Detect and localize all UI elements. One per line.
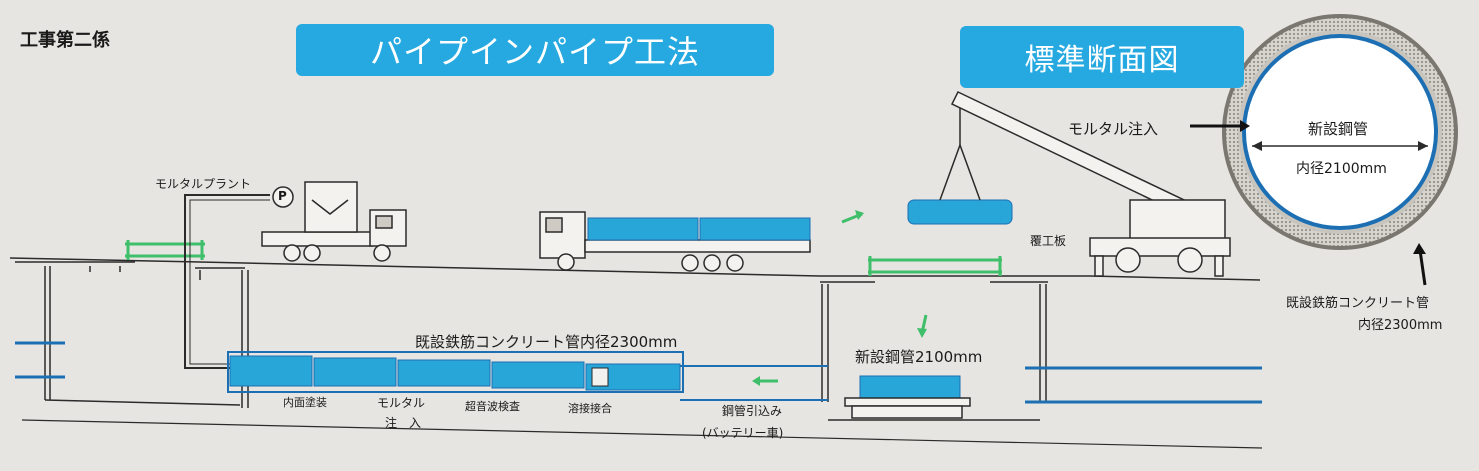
crane — [950, 91, 1231, 277]
existing-pipe-outline — [227, 351, 684, 393]
mortar-plant-truck — [261, 181, 407, 262]
existing-pipe-label: 既設鉄筋コンクリート管内径2300mm — [415, 333, 678, 351]
shaft-new-pipe — [859, 375, 961, 399]
mortar-injection-label-1: モルタル — [377, 396, 426, 410]
pump-circle — [272, 186, 294, 208]
cross-inner-diameter-existing-label: 内径2300mm — [1358, 318, 1443, 333]
pipe-segment-3 — [397, 359, 491, 387]
truck-pipe-1 — [587, 217, 699, 241]
left-shaft — [195, 267, 249, 408]
pipe-segment-4 — [491, 361, 585, 389]
pipe-dolly — [844, 397, 971, 419]
inner-coating-label: 内面塗装 — [283, 396, 327, 409]
method-title: パイプインパイプ工法 — [369, 33, 700, 71]
section-title: 標準断面図 — [1024, 43, 1180, 78]
cross-existing-rc-pipe-label: 既設鉄筋コンクリート管 — [1286, 296, 1430, 311]
section-title-banner: 標準断面図 — [960, 26, 1244, 88]
cross-inner-diameter-new-label: 内径2100mm — [1296, 161, 1387, 177]
cross-mortar-injection-label: モルタル注入 — [1068, 120, 1159, 138]
new-pipe-2100-label: 新設鋼管2100mm — [855, 348, 983, 366]
cover-plate-right — [868, 256, 1002, 276]
section-label: 工事第二係 — [20, 30, 110, 51]
hanging-pipe — [907, 199, 1013, 225]
method-title-banner: パイプインパイプ工法 — [296, 24, 774, 76]
pipe-segment-1 — [229, 355, 313, 387]
bottom-line — [21, 419, 1263, 449]
ultrasonic-inspection-label: 超音波検査 — [465, 400, 520, 413]
left-trench — [15, 261, 241, 406]
launch-shaft — [820, 281, 1048, 421]
pump-symbol: P — [278, 189, 287, 203]
cover-plate-label: 覆工板 — [1030, 234, 1067, 248]
cross-new-steel-pipe-label: 新設鋼管 — [1308, 120, 1369, 138]
mortar-injection-label-2: 注 入 — [385, 416, 422, 430]
ground-line — [9, 257, 1261, 281]
pipe-pull-in-label: 鋼管引込み — [722, 404, 783, 418]
weld-joint-label: 溶接接合 — [568, 402, 612, 415]
truck-pipe-2 — [699, 217, 811, 241]
weld-machine — [591, 367, 609, 387]
mortar-hose — [184, 194, 270, 369]
pipe-truck — [539, 211, 811, 272]
battery-car-label: (バッテリー車) — [702, 426, 784, 440]
pipe-segment-2 — [313, 357, 397, 387]
new-steel-pipe-ring — [1242, 34, 1438, 230]
cover-plate-left — [125, 240, 205, 260]
mortar-plant-label: モルタルプラント — [155, 177, 252, 191]
sling-lines — [939, 142, 981, 201]
existing-pipe-leader — [1418, 249, 1427, 286]
